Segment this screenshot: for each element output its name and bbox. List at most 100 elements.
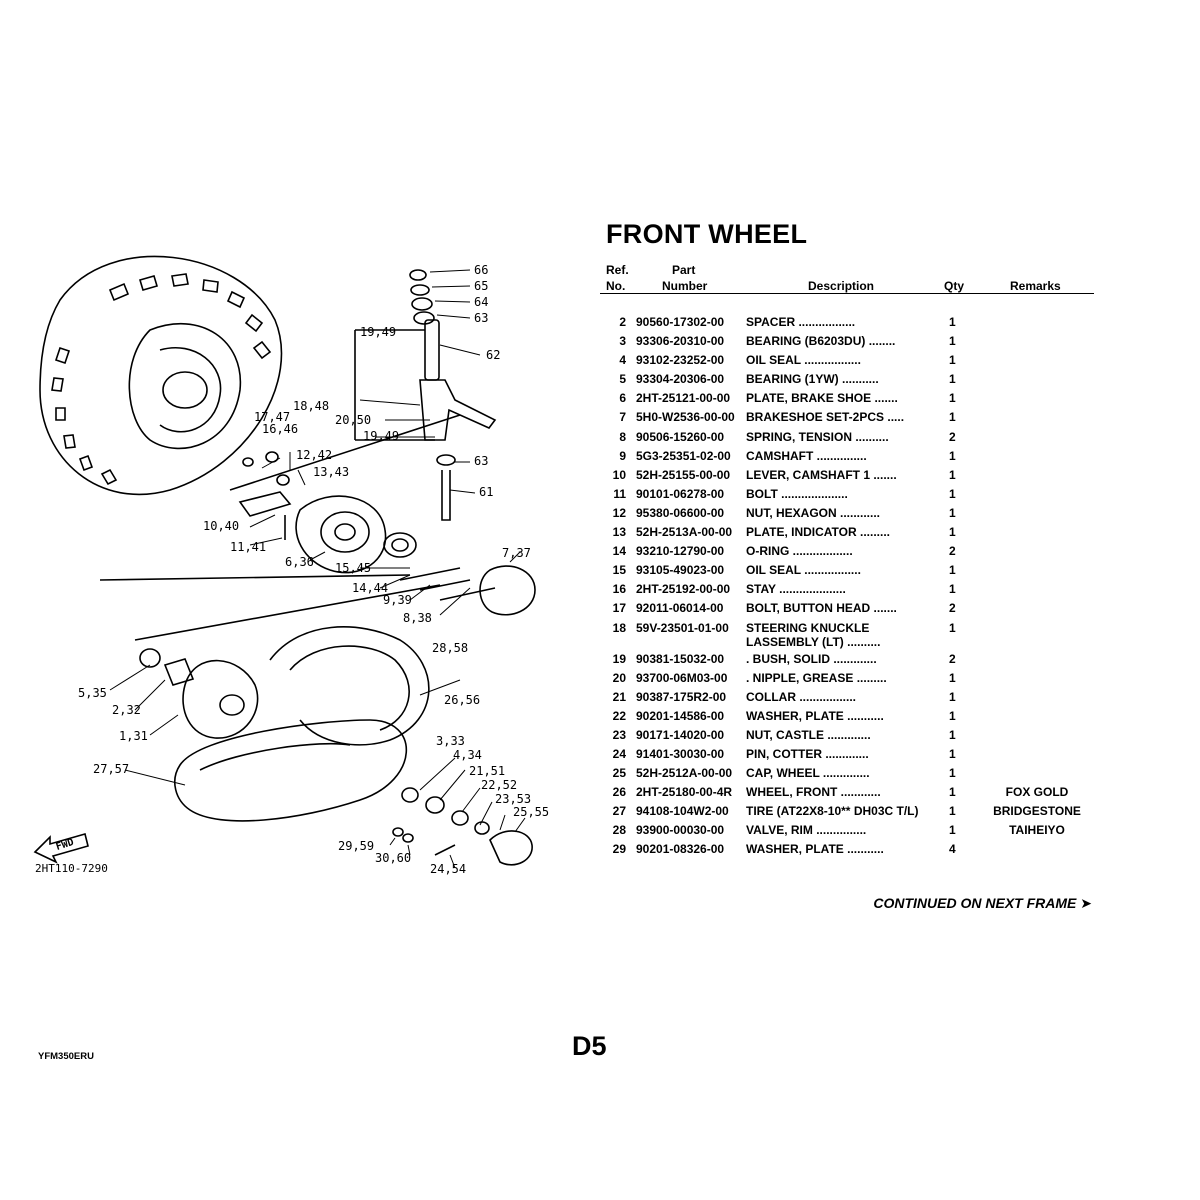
part-ref: 17: [612, 601, 626, 616]
part-ref: 14: [612, 544, 626, 559]
page-label: D5: [572, 1031, 607, 1061]
callout-label: 9,39: [383, 593, 412, 607]
part-ref: 10: [612, 467, 626, 482]
callout-label: 64: [474, 295, 488, 309]
exploded-parts-diagram: 66 65 64 63 62 19,49 18,48 20,50 19,49 1…: [33, 255, 549, 876]
part-number: 90381-15032-00: [636, 651, 725, 666]
part-ref: 24: [612, 746, 626, 761]
header-description: Description: [808, 279, 875, 293]
part-qty: 1: [949, 410, 956, 425]
part-remarks: FOX GOLD: [1005, 785, 1069, 800]
callout-label: 7,37: [502, 546, 531, 560]
callout-label: 27,57: [93, 762, 129, 776]
leader-lines: [109, 269, 526, 869]
part-number: 90171-14020-00: [636, 727, 725, 742]
part-qty: 1: [949, 670, 956, 685]
callout-label: 6,36: [285, 555, 314, 569]
callout-label: 63: [474, 454, 488, 468]
upper-brake-assembly-drawing: [238, 451, 536, 616]
part-ref: 6: [619, 391, 626, 406]
part-description: BEARING (1YW) ...........: [746, 372, 879, 387]
part-number: 90201-14586-00: [636, 708, 725, 723]
part-number: 90560-17302-00: [636, 315, 725, 329]
part-qty: 1: [949, 582, 956, 597]
part-description: CAP, WHEEL ..............: [746, 766, 870, 781]
part-description: NUT, HEXAGON ............: [746, 505, 881, 520]
callout-label: 20,50: [335, 413, 371, 427]
model-code: YFM350ERU: [38, 1051, 94, 1062]
part-description: WHEEL, FRONT ............: [746, 785, 881, 800]
part-qty: 1: [949, 334, 956, 349]
part-qty: 1: [949, 785, 956, 800]
part-description: OIL SEAL .................: [746, 353, 861, 368]
callout-label: 66: [474, 263, 488, 277]
part-description: WASHER, PLATE ...........: [746, 842, 884, 857]
part-number: 93900-00030-00: [636, 823, 725, 838]
part-description: NUT, CASTLE .............: [746, 727, 871, 742]
part-description: BEARING (B6203DU) ........: [746, 334, 896, 349]
part-ref: 21: [612, 689, 626, 704]
callout-label: 18,48: [293, 399, 329, 413]
part-ref: 29: [612, 842, 626, 857]
part-remarks: TAIHEIYO: [1009, 823, 1065, 838]
part-ref: 15: [612, 563, 626, 578]
part-ref: 25: [612, 766, 626, 781]
part-description: PIN, COTTER .............: [746, 746, 869, 761]
drawing-code: 2HT110-7290: [35, 862, 108, 875]
part-qty: 1: [949, 525, 956, 540]
part-qty: 1: [949, 708, 956, 723]
part-number: 93102-23252-00: [636, 353, 725, 368]
part-description: WASHER, PLATE ...........: [746, 708, 884, 723]
part-description: PLATE, INDICATOR .........: [746, 525, 891, 540]
part-ref: 18: [612, 620, 626, 635]
part-number: 94108-104W2-00: [636, 804, 729, 819]
part-description: . BUSH, SOLID .............: [746, 651, 877, 666]
callout-label: 3,33: [436, 734, 465, 748]
part-number: 52H-25155-00-00: [636, 467, 731, 482]
part-number: 93210-12790-00: [636, 544, 725, 559]
part-description: PLATE, BRAKE SHOE .......: [746, 391, 898, 406]
part-ref: 4: [619, 353, 626, 368]
part-qty: 2: [949, 429, 956, 444]
part-qty: 1: [949, 315, 956, 329]
part-ref: 5: [619, 372, 626, 387]
callout-label: 14,44: [352, 581, 388, 595]
callout-label: 8,38: [403, 611, 432, 625]
header-qty: Qty: [944, 279, 965, 293]
part-qty: 1: [949, 620, 956, 635]
part-ref: 7: [619, 410, 626, 425]
steering-knuckle-drawing: [134, 269, 497, 641]
continued-note: CONTINUED ON NEXT FRAME ➤: [873, 895, 1092, 911]
part-qty: 2: [949, 601, 956, 616]
part-qty: 1: [949, 372, 956, 387]
lower-wheel-drawing: [33, 574, 533, 866]
callout-label: 10,40: [203, 519, 239, 533]
part-number: 95380-06600-00: [636, 505, 725, 520]
callout-label: 22,52: [481, 778, 517, 792]
callout-label: 29,59: [338, 839, 374, 853]
header-remarks: Remarks: [1010, 279, 1061, 293]
callout-label: 25,55: [513, 805, 549, 819]
part-ref: 13: [612, 525, 626, 540]
part-qty: 1: [949, 391, 956, 406]
part-number: 91401-30030-00: [636, 746, 725, 761]
part-ref: 19: [612, 651, 626, 666]
part-number: 2HT-25192-00-00: [636, 582, 731, 597]
